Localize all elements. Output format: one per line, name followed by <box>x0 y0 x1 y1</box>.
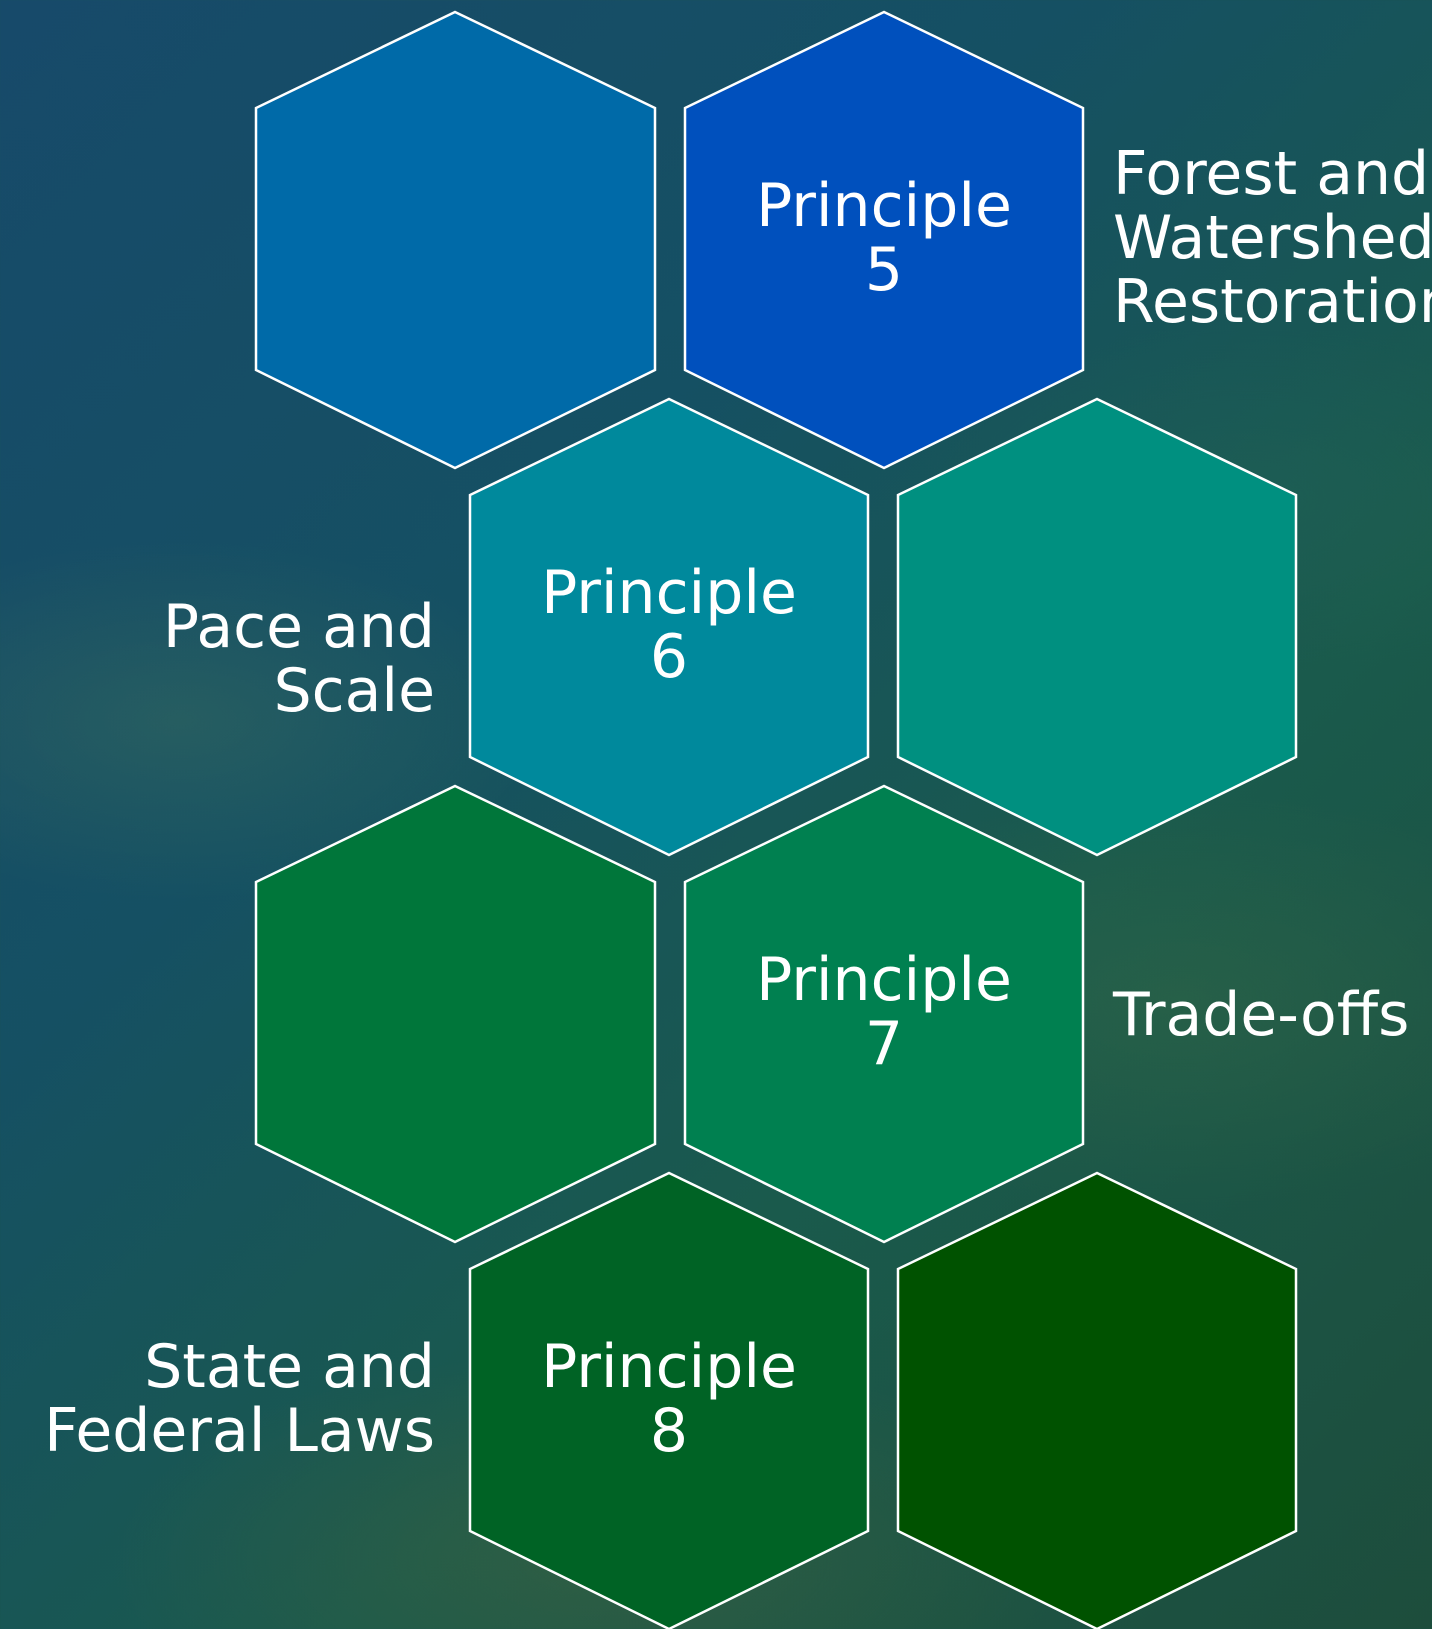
hexagon-h5 <box>254 784 657 1244</box>
label-pace-and-scale: Pace and Scale <box>162 592 435 726</box>
principle-7-title: Principle 7 <box>756 945 1012 1079</box>
hexagon-principle-5 <box>683 10 1085 470</box>
hexagon-h1 <box>254 10 657 470</box>
label-trade-offs: Trade-offs <box>1113 980 1410 1050</box>
label-state-federal-laws: State and Federal Laws <box>44 1332 435 1466</box>
principle-8-title: Principle 8 <box>541 1332 797 1466</box>
hexagon-principle-7 <box>683 784 1085 1244</box>
principle-6-title: Principle 6 <box>541 558 797 692</box>
hexagon-h4 <box>896 397 1298 857</box>
hexagon-h8 <box>896 1171 1298 1629</box>
hexagon-principle-6 <box>468 397 870 857</box>
hexagon-principle-8 <box>468 1171 870 1629</box>
principle-5-title: Principle 5 <box>756 171 1012 305</box>
label-forest-watershed-restoration: Forest and Watershed Restoration <box>1113 139 1432 337</box>
